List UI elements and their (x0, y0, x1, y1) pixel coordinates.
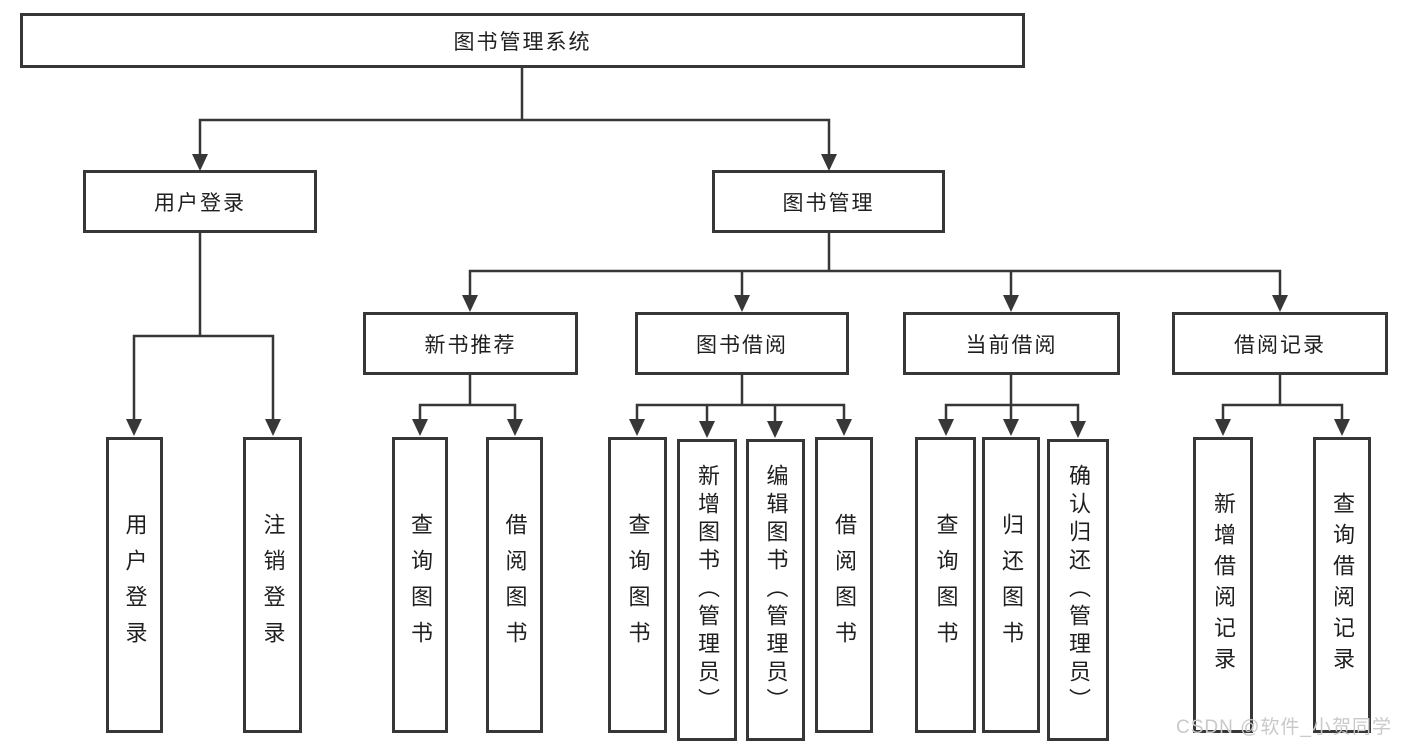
leaf-query-borrow-record: 查询借阅记录 (1313, 437, 1371, 733)
node-label: 用户登录 (122, 513, 148, 657)
node-label: 新增借阅记录 (1211, 492, 1236, 678)
connector-current-borrow-branch (944, 375, 1080, 424)
arrowhead-down-icon (1334, 419, 1350, 436)
node-new-book-recommendation: 新书推荐 (363, 312, 578, 375)
arrowhead-down-icon (734, 295, 750, 312)
leaf-query-books-current: 查询图书 (915, 437, 976, 733)
arrowhead-down-icon (767, 421, 783, 438)
arrowhead-down-icon (1272, 295, 1288, 312)
connector-new-book-branch (418, 375, 517, 422)
connector-user-login-branch (132, 233, 275, 422)
leaf-add-borrow-record: 新增借阅记录 (1193, 437, 1253, 733)
leaf-query-books-recommend: 查询图书 (392, 437, 448, 733)
leaf-add-books-admin: 新增图书（管理员） (677, 439, 737, 741)
connector-root-branch (198, 68, 831, 157)
leaf-edit-books-admin: 编辑图书（管理员） (746, 439, 805, 741)
node-borrowing-records: 借阅记录 (1172, 312, 1388, 375)
node-label: 查询图书 (625, 513, 651, 657)
node-label: 图书借阅 (696, 333, 788, 357)
leaf-return-books: 归还图书 (982, 437, 1040, 733)
node-book-borrowing: 图书借阅 (635, 312, 849, 375)
node-label: 图书管理系统 (453, 30, 592, 54)
connector-borrow-record-branch (1221, 375, 1344, 422)
arrowhead-down-icon (265, 419, 281, 436)
node-label: 图书管理 (782, 191, 875, 215)
arrowhead-down-icon (836, 419, 852, 436)
arrowhead-down-icon (1215, 419, 1231, 436)
node-label: 用户登录 (154, 191, 246, 215)
node-label: 借阅图书 (502, 513, 528, 657)
arrowhead-down-icon (507, 419, 523, 436)
arrowhead-down-icon (1003, 419, 1019, 436)
arrowhead-down-icon (699, 421, 715, 438)
node-user-login: 用户登录 (83, 170, 317, 233)
node-library-management-system: 图书管理系统 (20, 13, 1025, 68)
arrowhead-down-icon (821, 154, 837, 171)
node-label: 借阅记录 (1234, 333, 1326, 357)
arrowhead-down-icon (1070, 421, 1086, 438)
arrowhead-down-icon (1003, 295, 1019, 312)
node-label: 归还图书 (999, 513, 1024, 657)
arrowhead-down-icon (192, 154, 208, 171)
node-label: 查询图书 (408, 513, 433, 657)
connector-paths (132, 68, 1344, 424)
watermark: CSDN @软件_小贺同学 (1176, 717, 1392, 738)
arrowhead-down-icon (462, 295, 478, 312)
arrowhead-icons (126, 154, 1350, 438)
leaf-query-books-borrow: 查询图书 (608, 437, 667, 733)
node-current-borrowing: 当前借阅 (903, 312, 1120, 375)
node-label: 查询借阅记录 (1330, 492, 1355, 678)
node-label: 注销登录 (260, 513, 286, 657)
arrowhead-down-icon (938, 419, 954, 436)
node-label: 借阅图书 (832, 513, 857, 657)
connector-book-management-branch (468, 233, 1282, 298)
node-book-management: 图书管理 (712, 170, 945, 233)
node-label: 新增图书（管理员） (695, 464, 720, 716)
arrowhead-down-icon (126, 419, 142, 436)
leaf-borrow-books-recommend: 借阅图书 (486, 437, 543, 733)
node-label: 当前借阅 (965, 333, 1058, 357)
leaf-logout: 注销登录 (243, 437, 302, 733)
node-label: 编辑图书（管理员） (763, 464, 789, 716)
leaf-confirm-return-admin: 确认归还（管理员） (1047, 439, 1109, 741)
node-label: 查询图书 (933, 513, 959, 657)
node-label: 确认归还（管理员） (1066, 464, 1091, 716)
leaf-user-login: 用户登录 (106, 437, 163, 733)
node-label: 新书推荐 (424, 333, 517, 357)
arrowhead-down-icon (629, 419, 645, 436)
leaf-borrow-books: 借阅图书 (815, 437, 873, 733)
connector-book-borrow-branch (635, 375, 846, 424)
arrowhead-down-icon (412, 419, 428, 436)
